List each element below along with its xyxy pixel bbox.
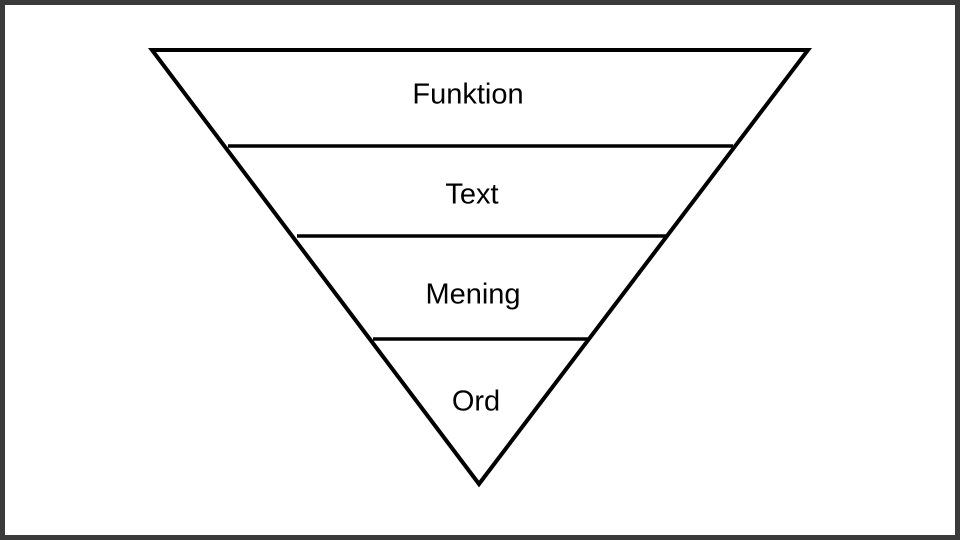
tier-label-mening: Mening: [425, 279, 520, 311]
tier-label-ord: Ord: [452, 386, 500, 418]
tier-label-text: Text: [445, 179, 498, 211]
inverted-pyramid-diagram: Funktion Text Mening Ord: [147, 48, 813, 488]
pyramid-outline: [147, 48, 813, 488]
tier-label-funktion: Funktion: [412, 79, 523, 111]
diagram-stage: Funktion Text Mening Ord: [5, 5, 955, 535]
